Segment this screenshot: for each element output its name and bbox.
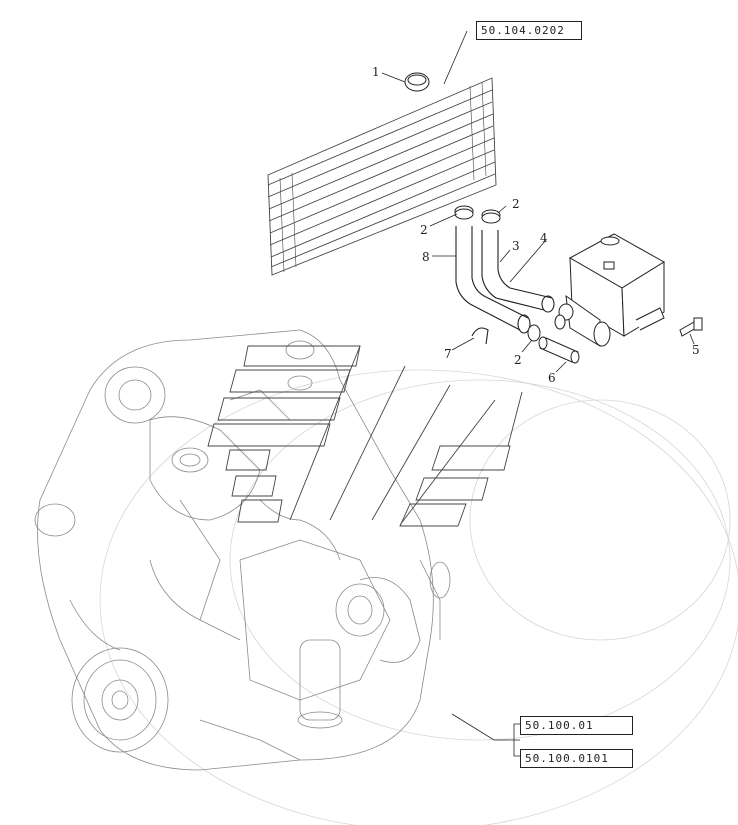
callout-2-right: 2	[512, 197, 520, 211]
callout-8: 8	[422, 250, 430, 264]
pipe-part-6	[538, 336, 580, 364]
watermark-emblem	[207, 345, 523, 527]
lower-clamp-part-2	[527, 314, 566, 342]
hoses-part-8-3	[455, 226, 555, 334]
callout-1: 1	[372, 65, 380, 79]
reference-top: 50.104.0202	[476, 21, 582, 40]
cap-part-1	[404, 72, 430, 92]
callout-2-left: 2	[420, 223, 428, 237]
background-ghost-curves	[99, 369, 738, 825]
cooler-core	[267, 77, 497, 276]
reference-bottom-1: 50.100.01	[520, 716, 633, 735]
heater-box-part-4	[558, 233, 665, 347]
bolt-part-5	[679, 317, 703, 337]
engine-assembly	[34, 329, 451, 771]
clip-part-7	[471, 327, 489, 345]
callout-2-lower: 2	[514, 353, 522, 367]
callout-5: 5	[692, 343, 700, 357]
callout-3: 3	[512, 239, 520, 253]
callout-leader-lines	[381, 30, 695, 757]
hose-clamps-part-2	[454, 205, 501, 224]
callout-6: 6	[548, 371, 556, 385]
callout-4: 4	[540, 231, 548, 245]
reference-bottom-2: 50.100.0101	[520, 749, 633, 768]
callout-7: 7	[444, 347, 452, 361]
